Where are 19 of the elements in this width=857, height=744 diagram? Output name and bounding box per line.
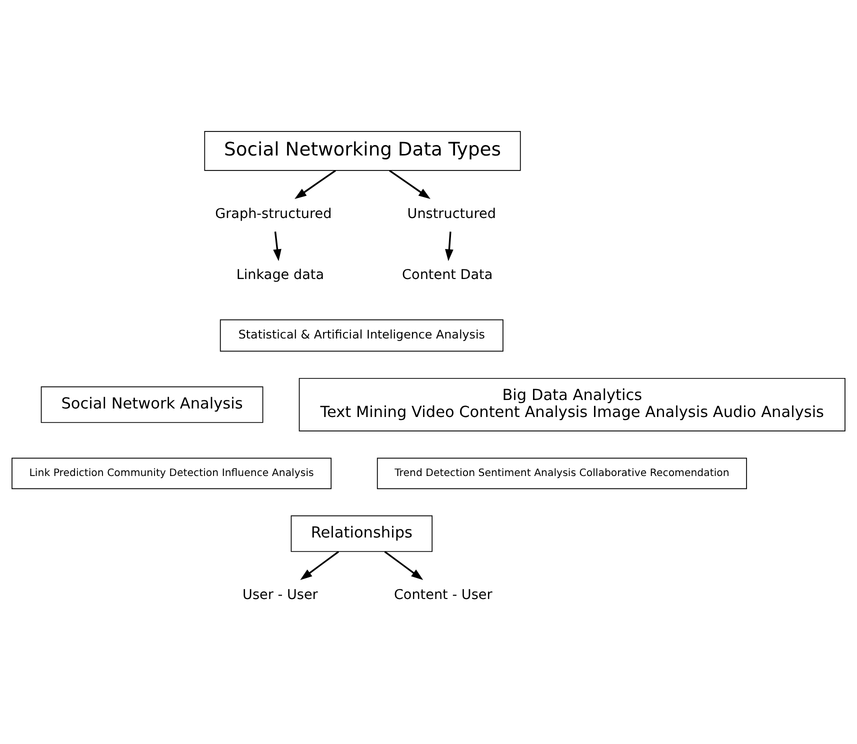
node-box: Relationships <box>290 515 433 552</box>
node-text: Graph-structured <box>215 206 332 222</box>
node-box: Big Data Analytics Text Mining Video Content Analysis Image Analysis Audio Analysis <box>298 378 846 432</box>
node-text: Content - User <box>394 586 492 603</box>
node-box: Statistical & Artificial Inteligence Analysis <box>220 319 504 352</box>
node-text: Linkage data <box>236 266 324 283</box>
node-text: User - User <box>242 586 318 603</box>
arrow <box>294 170 336 199</box>
node-box: Trend Detection Sentiment Analysis Collaborative Recomendation <box>376 458 747 490</box>
node-box: Social Networking Data Types <box>204 130 521 171</box>
node-text: Content Data <box>402 266 493 283</box>
arrow <box>445 232 454 262</box>
arrow <box>300 550 340 580</box>
arrow <box>389 170 430 199</box>
arrow <box>384 550 424 580</box>
arrow <box>273 232 282 262</box>
node-box: Link Prediction Community Detection Influence Analysis <box>12 458 332 490</box>
node-box: Social Network Analysis <box>40 386 264 423</box>
node-text: Unstructured <box>407 206 496 222</box>
